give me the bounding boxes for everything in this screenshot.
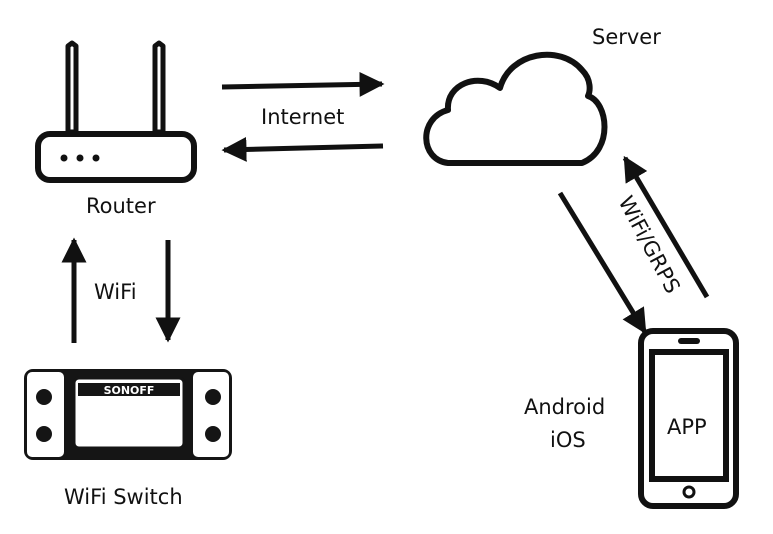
wifi-switch-label: WiFi Switch — [64, 485, 183, 509]
app-label: APP — [667, 415, 707, 439]
server-label: Server — [592, 25, 661, 49]
router-label: Router — [86, 194, 156, 218]
device-brand-label: SONOFF — [104, 384, 155, 397]
ios-label: iOS — [550, 428, 586, 452]
internet-arrow-to-router — [221, 136, 384, 162]
gprs-arrow-to-cloud — [622, 155, 710, 299]
android-label: Android — [524, 395, 606, 419]
internet-label: Internet — [261, 105, 345, 129]
router-icon — [35, 40, 197, 183]
internet-arrow-to-server — [221, 71, 385, 97]
cloud-icon — [423, 51, 608, 166]
wifi-switch-device: SONOFF — [24, 369, 232, 460]
gprs-arrow-to-phone — [557, 191, 648, 335]
wifi-label: WiFi — [94, 280, 137, 304]
smartphone-icon — [638, 328, 739, 509]
